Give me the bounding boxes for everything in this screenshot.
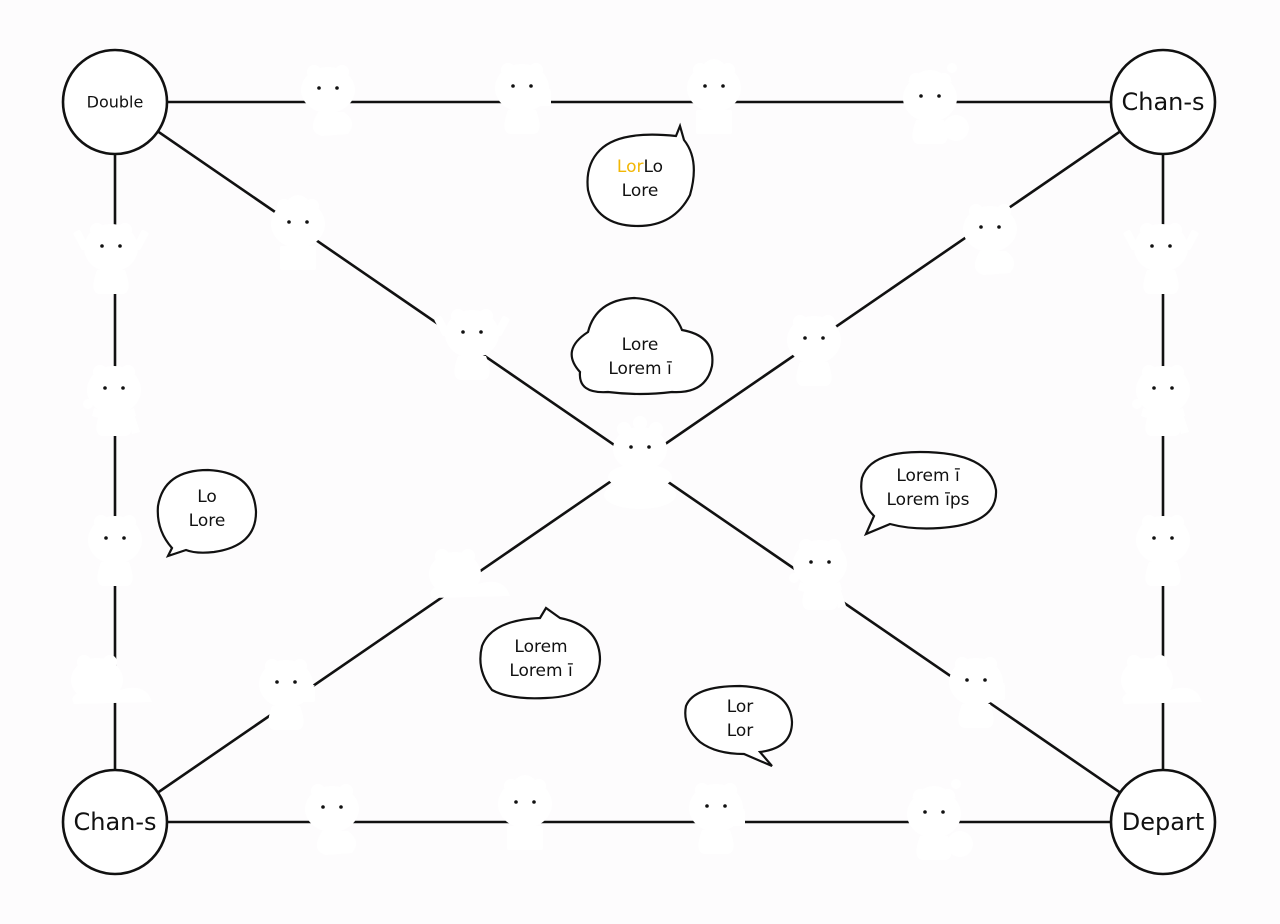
corner-bottom-left-label: Chan-s (73, 808, 156, 836)
space-bear-basic[interactable] (88, 515, 142, 586)
space-bear-apron[interactable] (271, 195, 325, 270)
space-bear-reindeer[interactable] (787, 302, 841, 386)
space-bear-beer[interactable] (949, 657, 1011, 728)
bubble-bottom-right-line2: Lor (727, 721, 754, 741)
corner-bottom-left[interactable]: Chan-s (61, 768, 169, 876)
space-bear-sitting[interactable] (301, 65, 355, 136)
bubble-right-line2: Lorem īps (887, 490, 970, 510)
bubble-top-accent: Lor (617, 157, 644, 177)
svg-text:LorLo: LorLo (617, 157, 663, 177)
corner-bottom-right[interactable]: Depart (1109, 768, 1217, 876)
space-bear-lying[interactable] (429, 549, 510, 598)
speech-bubble-bottom-left: Lorem Lorem ī (479, 606, 602, 700)
space-bear-lying[interactable] (71, 655, 152, 704)
space-bear-scarf[interactable] (1132, 365, 1190, 436)
bubble-bottom-left-line2: Lorem ī (509, 661, 573, 681)
space-bear-beer[interactable] (259, 659, 321, 730)
speech-bubble-right: Lorem ī Lorem īps (860, 450, 998, 537)
bubble-right-line1: Lorem ī (896, 466, 960, 486)
space-center-bear-stack[interactable] (604, 416, 676, 509)
space-bear-santa[interactable] (907, 779, 973, 860)
bubble-top-line2: Lore (622, 181, 659, 201)
space-bear-scarf[interactable] (789, 539, 847, 610)
bubble-bottom-right-line1: Lor (727, 697, 754, 717)
corner-top-right[interactable]: Chan-s (1109, 48, 1217, 156)
bubble-bottom-left-line1: Lorem (514, 637, 567, 657)
speech-bubble-center-cloud: Lore Lorem ī (570, 296, 714, 396)
corner-bottom-right-label: Depart (1122, 808, 1204, 836)
space-bear-swords[interactable] (434, 309, 510, 380)
bubble-center-line1: Lore (622, 335, 659, 355)
space-bear-basic[interactable] (1136, 515, 1190, 586)
bubble-center-line2: Lorem ī (608, 359, 672, 379)
corner-top-left[interactable]: Double (61, 48, 169, 156)
bubble-top-line1: Lo (643, 157, 663, 177)
speech-bubble-bottom-right: Lor Lor (684, 684, 794, 768)
corner-top-left-label: Double (87, 93, 144, 112)
space-bear-beer[interactable] (689, 783, 751, 854)
space-bear-sitting[interactable] (305, 784, 359, 855)
space-bear-santa[interactable] (903, 63, 969, 144)
speech-bubble-left: Lo Lore (156, 468, 258, 558)
space-bear-sitting[interactable] (963, 204, 1017, 275)
space-bear-apron[interactable] (498, 775, 552, 850)
space-bear-lying[interactable] (1121, 655, 1202, 704)
bubble-left-line2: Lore (189, 511, 226, 531)
space-bear-beer[interactable] (495, 63, 557, 134)
bubble-left-line1: Lo (197, 487, 217, 507)
space-bear-apron[interactable] (687, 59, 741, 134)
space-bear-swords[interactable] (1123, 223, 1199, 294)
corner-top-right-label: Chan-s (1121, 88, 1204, 116)
space-bear-scarf[interactable] (83, 365, 141, 436)
speech-bubble-top: LorLo Lore (586, 122, 695, 228)
space-bear-swords[interactable] (73, 223, 149, 294)
